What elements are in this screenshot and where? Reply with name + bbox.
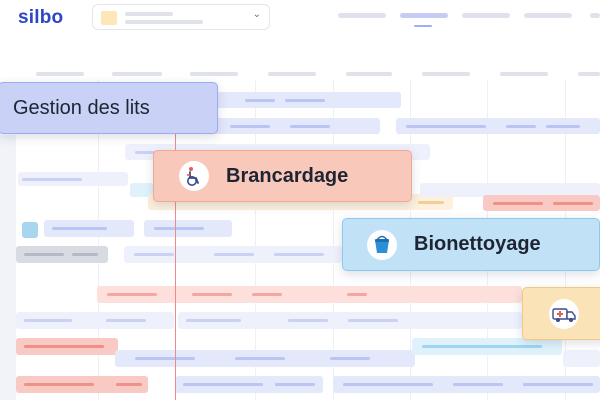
card-ambulance[interactable] — [522, 287, 600, 340]
column-header — [500, 72, 548, 76]
timeline-bar[interactable] — [333, 376, 600, 393]
site-selector-line — [125, 20, 203, 24]
timeline-bar[interactable] — [563, 350, 600, 367]
grid-line — [98, 80, 99, 400]
bucket-icon — [367, 229, 397, 260]
column-header — [190, 72, 238, 76]
timeline-bar[interactable] — [210, 118, 380, 134]
chevron-down-icon: ⌄ — [252, 9, 261, 20]
timeline-bar[interactable] — [97, 286, 522, 303]
site-selector-line — [125, 12, 173, 16]
card-gestion-des-lits[interactable]: Gestion des lits — [0, 82, 218, 134]
row-status-square — [22, 222, 38, 238]
card-brancardage[interactable]: Brancardage — [153, 150, 412, 202]
timeline-bar[interactable] — [124, 246, 342, 263]
ambulance-icon — [549, 298, 579, 329]
column-header — [578, 72, 600, 76]
nav-item[interactable] — [338, 13, 386, 18]
nav-active-indicator — [414, 25, 432, 27]
timeline-bar[interactable] — [18, 172, 128, 186]
row-sidebar — [0, 135, 16, 400]
wheelchair-icon — [179, 161, 209, 191]
card-label: Bionettoyage — [414, 233, 541, 255]
top-bar: silbo ⌄ — [0, 0, 600, 41]
timeline-bar[interactable] — [175, 376, 323, 393]
app-logo[interactable]: silbo — [18, 7, 64, 28]
timeline-bar[interactable] — [420, 183, 600, 197]
timeline-bar[interactable] — [396, 118, 600, 134]
timeline-bar[interactable] — [130, 183, 154, 197]
timeline-bar[interactable] — [178, 312, 522, 329]
grid-line — [255, 80, 256, 400]
column-header — [346, 72, 392, 76]
card-label: Gestion des lits — [13, 96, 150, 119]
timeline-bar[interactable] — [144, 220, 232, 237]
timeline-bar[interactable] — [215, 92, 401, 108]
nav-item-active[interactable] — [400, 13, 448, 18]
timeline-bar[interactable] — [483, 195, 600, 211]
nav-item[interactable] — [462, 13, 510, 18]
card-bionettoyage[interactable]: Bionettoyage — [342, 218, 600, 271]
timeline-bar[interactable] — [412, 338, 562, 355]
timeline-bar[interactable] — [16, 246, 108, 263]
column-header — [268, 72, 316, 76]
site-selector[interactable]: ⌄ — [92, 4, 270, 30]
site-color-swatch — [101, 11, 117, 25]
timeline-bar[interactable] — [16, 338, 118, 355]
timeline-bar[interactable] — [44, 220, 134, 237]
grid-line — [333, 80, 334, 400]
card-label: Brancardage — [226, 164, 349, 187]
current-time-line — [175, 132, 176, 400]
column-header — [112, 72, 162, 76]
nav-item[interactable] — [590, 13, 600, 18]
timeline-bar[interactable] — [16, 376, 148, 393]
column-header — [422, 72, 470, 76]
nav-item[interactable] — [524, 13, 572, 18]
column-header — [36, 72, 84, 76]
timeline-bar[interactable] — [16, 312, 174, 329]
timeline-bar[interactable] — [115, 350, 415, 367]
